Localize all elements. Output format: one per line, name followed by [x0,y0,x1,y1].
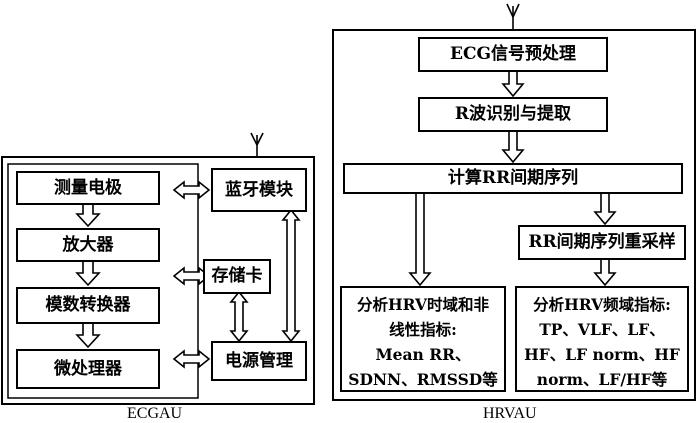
storage-block: 存储卡 [203,259,271,294]
adc-block: 模数转换器 [16,287,160,324]
bluetooth-block: 蓝牙模块 [211,168,307,212]
arrow-preprocess-to-rwave [501,69,525,98]
electrode-block: 测量电极 [16,171,160,205]
rr-series-block: 计算RR间期序列 [343,163,683,194]
arrow-mcu-bluetooth [172,180,211,200]
ecgau-outer-frame [1,156,315,405]
ecgau-caption: ECGAU [127,405,183,422]
preprocess-block: ECG信号预处理 [418,37,608,72]
r-wave-block: R波识别与提取 [418,97,608,132]
arrow-bluetooth-power [281,208,301,343]
time-domain-block: 分析HRV时域和非 线性指标: Mean RR、 SDNN、RMSSD等 [340,286,506,392]
time-domain-line: SDNN、RMSSD等 [348,370,498,389]
arrow-mcu-power [172,349,211,369]
arrow-amplifier-to-adc [75,259,101,287]
freq-domain-line: TP、VLF、LF、 [539,320,665,339]
arrow-adc-to-mcu [75,321,101,349]
antenna-icon [250,132,264,157]
freq-domain-line: HF、LF norm、HF [524,345,680,364]
mcu-block: 微处理器 [16,349,160,389]
freq-domain-line: 分析HRV频域指标: [533,295,671,314]
resample-block: RR间期序列重采样 [518,225,686,260]
antenna-icon [506,3,520,30]
time-domain-line: 线性指标: [389,320,457,339]
amplifier-block: 放大器 [16,228,160,262]
hrvau-outer-frame [332,29,696,401]
arrow-rr-to-timedomain [408,191,432,287]
freq-domain-line: norm、LF/HF等 [536,370,668,389]
time-domain-line: 分析HRV时域和非 [356,295,489,314]
arrow-storage-power [229,290,249,343]
arrow-resample-to-freqdomain [593,257,617,287]
arrow-rwave-to-rr [501,129,525,164]
ecgau-inner-frame [7,163,199,399]
hrvau-caption: HRVAU [483,405,537,422]
arrow-electrode-to-amplifier [75,202,101,228]
arrow-rr-to-resample [593,191,617,226]
time-domain-line: Mean RR、 [375,345,471,364]
power-block: 电源管理 [211,341,307,381]
freq-domain-block: 分析HRV频域指标: TP、VLF、LF、 HF、LF norm、HF norm… [515,286,689,392]
